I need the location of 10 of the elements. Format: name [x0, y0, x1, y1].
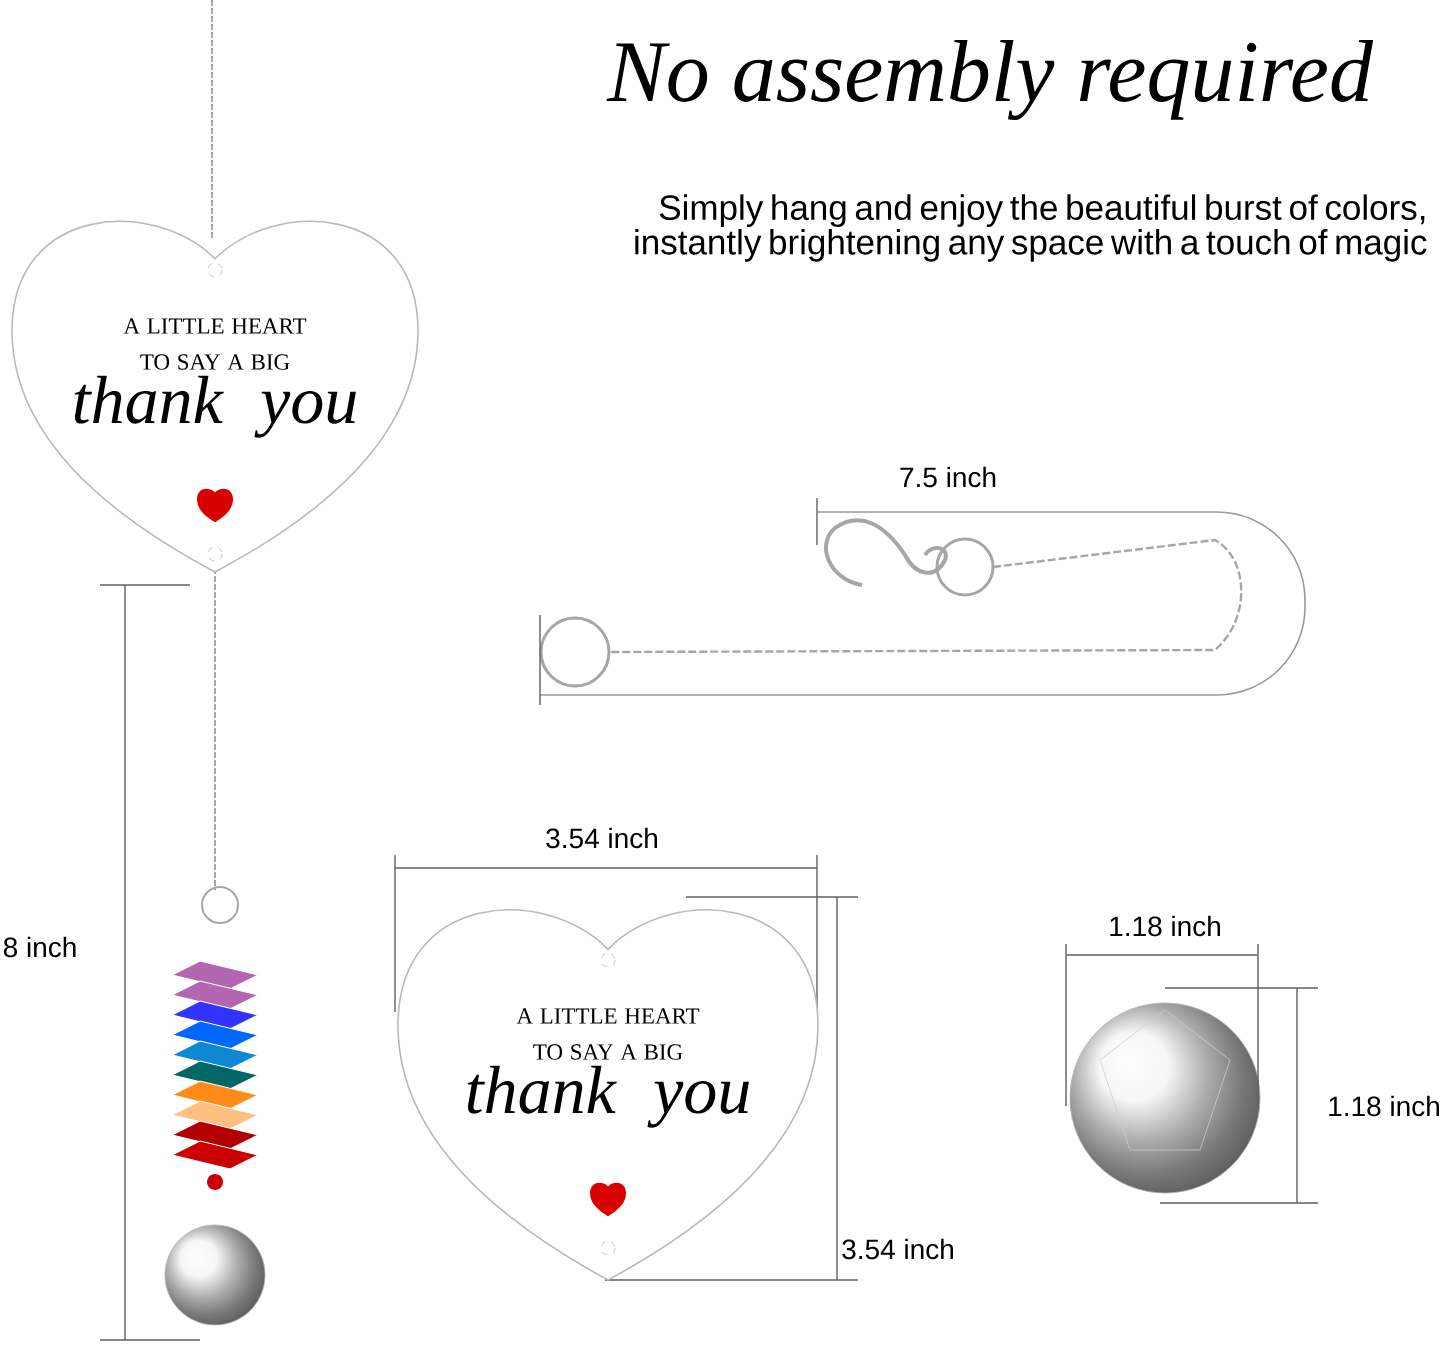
heart-plaque: A LITTLE HEART TO SAY A BIG thank you — [11, 220, 419, 573]
dimension-label: 7.5 inch — [897, 464, 1000, 490]
dimension-label: 3.54 inch — [543, 825, 661, 851]
heart-plaque: A LITTLE HEART TO SAY A BIG thank you — [397, 909, 819, 1281]
title: No assembly required — [606, 40, 1374, 120]
subtitle: Simply hang and enjoy the beautiful burst of colors, instantly brightening any space with a touch of magic — [635, 194, 1427, 262]
dimension-label: 3.54 inch — [839, 1236, 957, 1262]
dimension-label: 1.18 inch — [1106, 913, 1224, 939]
dimension-label: 1.18 inch — [1325, 1093, 1443, 1119]
dimension-label: 8 inch — [0, 934, 80, 960]
